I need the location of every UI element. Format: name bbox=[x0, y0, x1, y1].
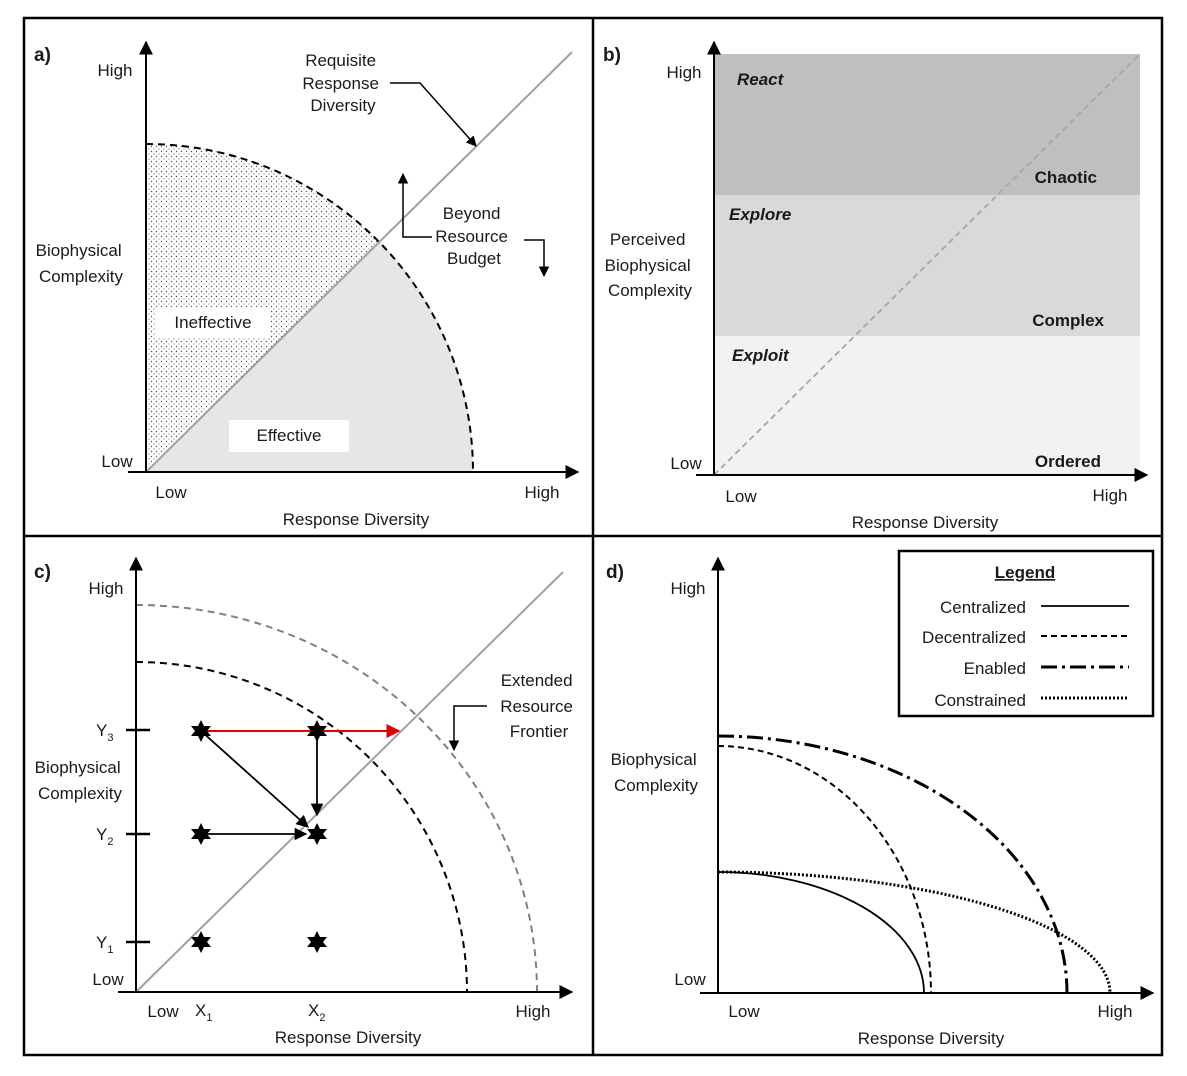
enabled-curve bbox=[717, 734, 1069, 994]
legend-box bbox=[897, 549, 1155, 718]
x-low-label: Low bbox=[147, 1002, 179, 1021]
y-low-label: Low bbox=[101, 452, 133, 471]
band-explore bbox=[714, 195, 1140, 336]
requisite-pointer-arrow bbox=[390, 82, 477, 147]
beyond-down-arrow bbox=[524, 239, 550, 278]
requisite-annotation: Requisite Response Diversity bbox=[302, 51, 383, 115]
legend-title: Legend bbox=[995, 563, 1055, 582]
y3-label: Y3 bbox=[96, 721, 113, 744]
legend-centralized-label: Centralized bbox=[940, 598, 1026, 617]
requisite-diversity-line bbox=[145, 51, 573, 473]
x-axis-title: Response Diversity bbox=[852, 513, 999, 532]
decentralized-curve bbox=[717, 745, 932, 994]
requisite-diversity-line bbox=[135, 571, 564, 993]
y-axis-title: Biophysical Complexity bbox=[35, 758, 126, 803]
x2-label: X2 bbox=[308, 1001, 325, 1024]
effective-region bbox=[146, 242, 474, 472]
legend-decentralized-label: Decentralized bbox=[922, 628, 1026, 647]
beyond-budget-annotation: Beyond Resource Budget bbox=[435, 204, 513, 268]
panel-a: Ineffective Effective Requisite Response… bbox=[34, 40, 580, 529]
resource-frontier-curve bbox=[135, 661, 468, 993]
y-axis-title: Biophysical Complexity bbox=[36, 241, 127, 286]
point-x1-y1 bbox=[191, 931, 211, 953]
complex-label: Complex bbox=[1032, 311, 1104, 330]
chaotic-label: Chaotic bbox=[1035, 168, 1097, 187]
x-high-label: High bbox=[525, 483, 560, 502]
band-react bbox=[714, 54, 1140, 195]
y-low-label: Low bbox=[92, 970, 124, 989]
band-exploit bbox=[714, 336, 1140, 475]
y-axis-title: Biophysical Complexity bbox=[611, 750, 702, 795]
x-high-label: High bbox=[1093, 486, 1128, 505]
extended-frontier-pointer bbox=[448, 705, 487, 752]
y-axis-title: Perceived Biophysical Complexity bbox=[605, 230, 696, 300]
legend-enabled-label: Enabled bbox=[964, 659, 1026, 678]
x-high-label: High bbox=[516, 1002, 551, 1021]
point-x2-y1 bbox=[307, 931, 327, 953]
explore-label: Explore bbox=[729, 205, 791, 224]
y-high-label: High bbox=[98, 61, 133, 80]
x-axis-title: Response Diversity bbox=[275, 1028, 422, 1047]
exploit-label: Exploit bbox=[732, 346, 790, 365]
beyond-up-arrow bbox=[397, 172, 432, 238]
constrained-curve bbox=[717, 870, 1112, 994]
extended-frontier-annotation: Extended Resource Frontier bbox=[500, 671, 578, 741]
y1-label: Y1 bbox=[96, 933, 113, 956]
effective-label: Effective bbox=[257, 426, 322, 445]
resource-frontier-curve bbox=[145, 143, 474, 473]
point-x2-y3 bbox=[307, 720, 327, 742]
extended-frontier-curve bbox=[135, 604, 538, 993]
y-low-label: Low bbox=[674, 970, 706, 989]
legend: Legend Centralized Decentralized Enabled… bbox=[897, 549, 1155, 718]
ineffective-label: Ineffective bbox=[174, 313, 251, 332]
point-x1-y3 bbox=[191, 720, 211, 742]
point-x1-y2 bbox=[191, 823, 211, 845]
y-high-label: High bbox=[667, 63, 702, 82]
panel-d-tag: d) bbox=[606, 562, 624, 583]
point-x2-y2 bbox=[307, 823, 327, 845]
y-low-label: Low bbox=[670, 454, 702, 473]
panel-d: Legend Centralized Decentralized Enabled… bbox=[606, 549, 1155, 1048]
panel-c-tag: c) bbox=[34, 562, 51, 583]
ineffective-label-box bbox=[156, 307, 270, 338]
panel-c: Extended Resource Frontier Y3 Y2 Y1 X1 X… bbox=[34, 556, 578, 1047]
panel-a-tag: a) bbox=[34, 45, 51, 66]
centralized-curve bbox=[717, 871, 925, 994]
x-low-label: Low bbox=[725, 487, 757, 506]
panel-b-tag: b) bbox=[603, 45, 621, 66]
diagonal-shift-arrow bbox=[200, 730, 309, 828]
x-low-label: Low bbox=[155, 483, 187, 502]
legend-constrained-label: Constrained bbox=[934, 691, 1026, 710]
x-axis-title: Response Diversity bbox=[858, 1029, 1005, 1048]
y-high-label: High bbox=[671, 579, 706, 598]
x-low-label: Low bbox=[728, 1002, 760, 1021]
y2-label: Y2 bbox=[96, 825, 113, 848]
react-label: React bbox=[737, 70, 785, 89]
panel-b: React Explore Exploit Chaotic Complex Or… bbox=[603, 40, 1149, 532]
ordered-label: Ordered bbox=[1035, 452, 1101, 471]
x1-label: X1 bbox=[195, 1001, 212, 1024]
x-axis-title: Response Diversity bbox=[283, 510, 430, 529]
y-high-label: High bbox=[89, 579, 124, 598]
x-high-label: High bbox=[1098, 1002, 1133, 1021]
effective-label-box bbox=[229, 420, 349, 452]
